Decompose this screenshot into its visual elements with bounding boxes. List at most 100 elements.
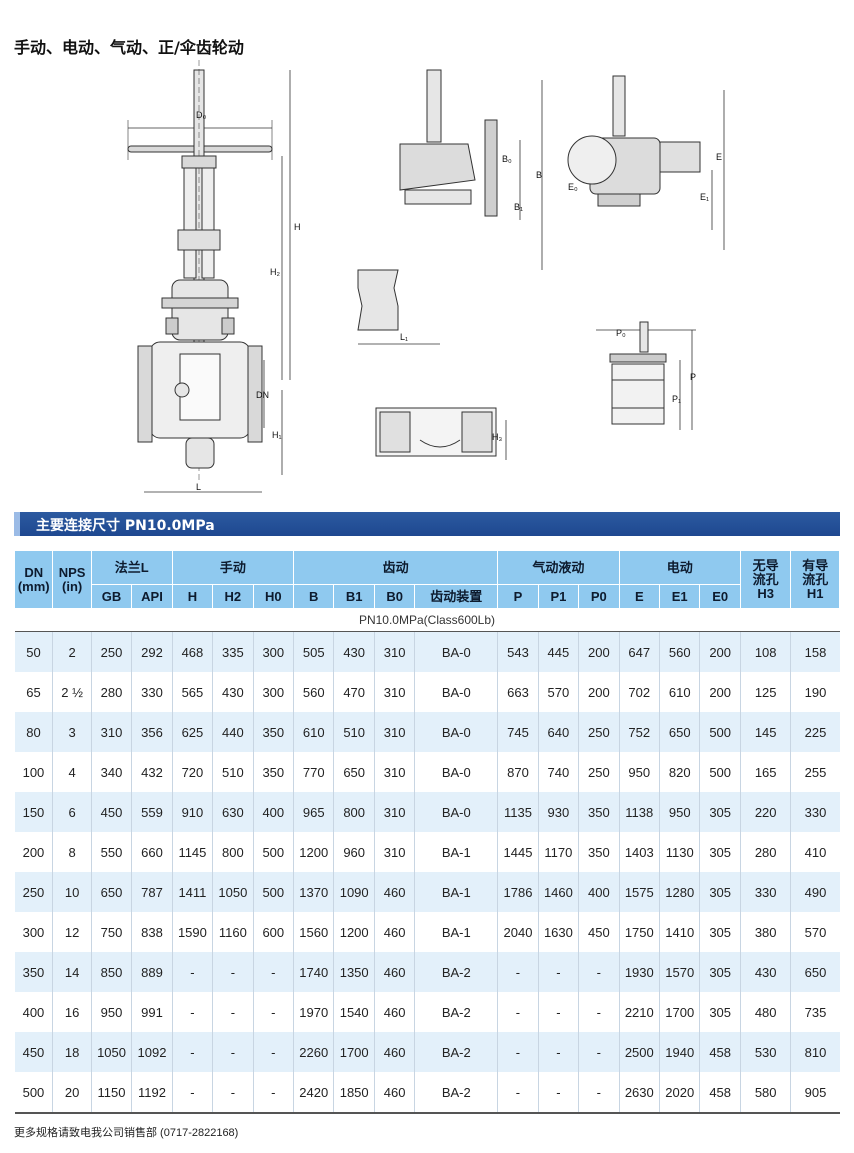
section-header: 主要连接尺寸 PN10.0MPa [14, 512, 840, 536]
table-cell: 460 [374, 1072, 416, 1114]
table-cell: - [212, 1072, 254, 1114]
label-dn: DN [256, 390, 269, 400]
table-cell: 250 [578, 712, 620, 752]
table-cell: 280 [91, 672, 133, 712]
header-p0: P0 [578, 584, 620, 609]
table-cell: BA-0 [414, 712, 499, 752]
table-cell: 350 [253, 752, 295, 792]
table-cell: 1970 [293, 992, 335, 1032]
table-cell: 350 [578, 792, 620, 832]
table-cell: 3 [52, 712, 92, 752]
header-gear: 齿动 [293, 550, 499, 585]
table-cell: 2020 [659, 1072, 701, 1114]
table-cell: 1786 [497, 872, 539, 912]
table-cell: 410 [790, 832, 840, 872]
table-cell: 350 [14, 952, 54, 992]
table-cell: 1700 [659, 992, 701, 1032]
table-cell: 702 [619, 672, 661, 712]
table-cell: 310 [374, 712, 416, 752]
header-electric: 电动 [618, 550, 741, 585]
table-cell: 445 [538, 631, 580, 672]
table-cell: 889 [131, 952, 173, 992]
table-cell: 200 [14, 832, 54, 872]
table-cell: - [578, 952, 620, 992]
table-cell: 1445 [497, 832, 539, 872]
table-cell: 1280 [659, 872, 701, 912]
table-cell: 505 [293, 631, 335, 672]
table-cell: 100 [14, 752, 54, 792]
table-cell: 1460 [538, 872, 580, 912]
label-h1: H₁ [272, 430, 282, 440]
table-cell: 1170 [538, 832, 580, 872]
table-cell: 800 [333, 792, 375, 832]
table-cell: 50 [14, 631, 54, 672]
pressure-class-label: PN10.0MPa(Class600Lb) [14, 608, 840, 632]
table-cell: 965 [293, 792, 335, 832]
table-cell: 300 [14, 912, 54, 952]
table-cell: 565 [172, 672, 214, 712]
table-cell: - [172, 1072, 214, 1114]
table-cell: 500 [253, 832, 295, 872]
dimension-table: DN (mm) NPS (in) 法兰L 手动 齿动 气动液动 电动 无导 流孔… [13, 550, 840, 1114]
header-h0: H0 [252, 584, 295, 609]
table-cell: 1700 [333, 1032, 375, 1072]
table-cell: 2260 [293, 1032, 335, 1072]
table-cell: 305 [699, 992, 741, 1032]
table-cell: 460 [374, 872, 416, 912]
table-cell: 400 [253, 792, 295, 832]
table-cell: - [253, 1072, 295, 1114]
table-cell: 1192 [131, 1072, 173, 1114]
table-cell: 250 [578, 752, 620, 792]
table-cell: 200 [578, 631, 620, 672]
table-cell: 510 [333, 712, 375, 752]
header-gb: GB [90, 584, 133, 609]
table-cell: 158 [790, 631, 840, 672]
table-cell: - [253, 992, 295, 1032]
table-cell: 310 [374, 631, 416, 672]
table-cell: 2210 [619, 992, 661, 1032]
table-cell: 1160 [212, 912, 254, 952]
table-cell: BA-0 [414, 752, 499, 792]
table-cell: 460 [374, 952, 416, 992]
table-cell: 752 [619, 712, 661, 752]
table-cell: 1090 [333, 872, 375, 912]
header-h: H [171, 584, 214, 609]
label-p0: P₀ [616, 328, 626, 338]
table-cell: 2040 [497, 912, 539, 952]
table-cell: 1092 [131, 1032, 173, 1072]
table-cell: 1200 [333, 912, 375, 952]
table-cell: 560 [659, 631, 701, 672]
label-h3: H₃ [492, 432, 502, 442]
table-cell: 490 [790, 872, 840, 912]
header-b: B [293, 584, 335, 609]
table-cell: 250 [91, 631, 133, 672]
table-cell: 1403 [619, 832, 661, 872]
table-cell: 500 [699, 712, 741, 752]
table-cell: 735 [790, 992, 840, 1032]
table-cell: - [538, 1032, 580, 1072]
table-cell: 800 [212, 832, 254, 872]
table-cell: 380 [740, 912, 792, 952]
table-cell: 458 [699, 1072, 741, 1114]
table-cell: 1740 [293, 952, 335, 992]
table-cell: 470 [333, 672, 375, 712]
table-cell: 930 [538, 792, 580, 832]
table-cell: 430 [740, 952, 792, 992]
header-dn: DN (mm) [13, 550, 54, 609]
table-cell: 1570 [659, 952, 701, 992]
table-cell: 2 [52, 631, 92, 672]
table-cell: 335 [212, 631, 254, 672]
table-cell: 1050 [212, 872, 254, 912]
header-h1: 有导 流孔 H1 [790, 550, 840, 609]
label-h2: H₂ [270, 267, 280, 277]
table-cell: 200 [578, 672, 620, 712]
table-cell: BA-2 [414, 992, 499, 1032]
table-cell: 650 [333, 752, 375, 792]
header-h3: 无导 流孔 H3 [739, 550, 792, 609]
